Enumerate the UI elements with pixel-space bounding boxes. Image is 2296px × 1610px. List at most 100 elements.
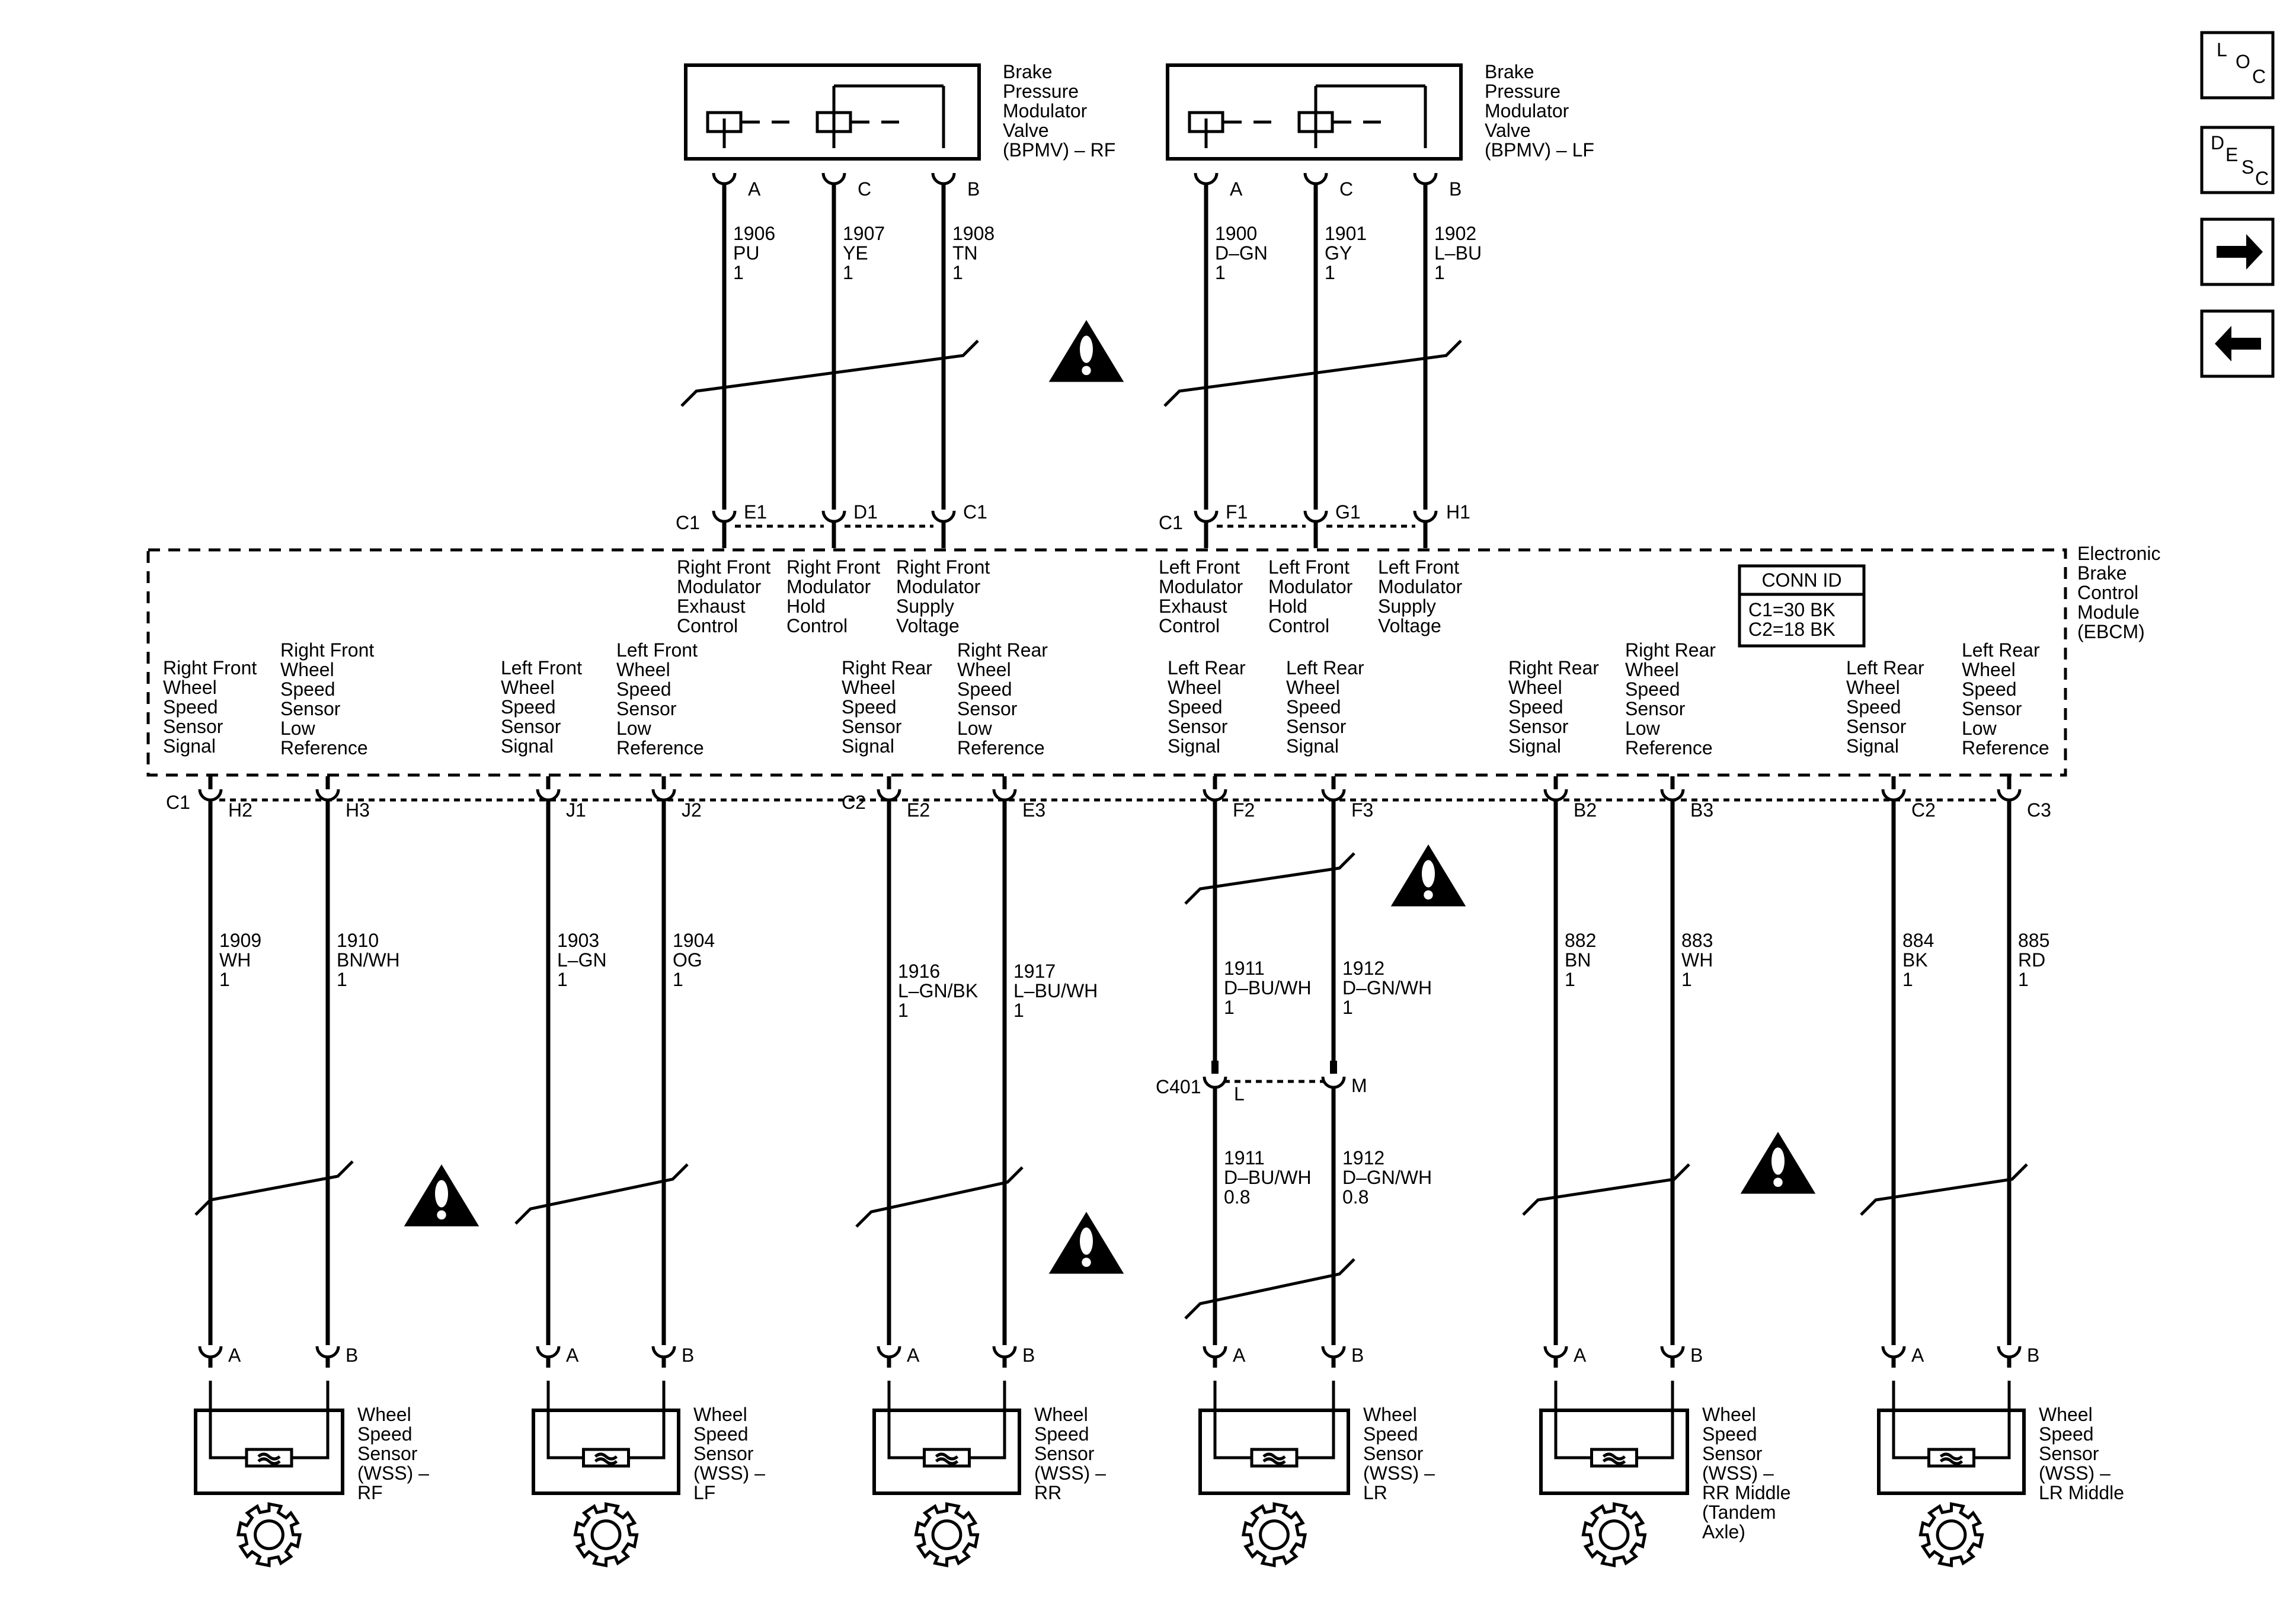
pin-label: M: [1351, 1075, 1367, 1096]
terminal-cup: [992, 789, 1017, 802]
terminal-cup: [1660, 789, 1685, 802]
wire-label: 1: [1342, 997, 1353, 1018]
function-label: Modulator: [1268, 576, 1353, 597]
next-arrow-button[interactable]: [2200, 217, 2275, 286]
pin-label: F2: [1233, 799, 1255, 821]
function-label: Speed: [501, 696, 556, 718]
module-label: (EBCM): [2077, 621, 2145, 642]
terminal-cup: [1997, 1346, 2022, 1359]
wire-label: L–GN: [557, 949, 607, 971]
function-label: Low: [280, 718, 316, 739]
sensor-loop: [1554, 1381, 1674, 1459]
function-label: Left Front: [616, 639, 698, 661]
sensor-wave: [594, 1452, 618, 1465]
sensor-box: [532, 1409, 680, 1495]
function-label: Wheel: [1846, 677, 1900, 698]
pin-label: B: [1449, 178, 1462, 200]
sensor-label: Wheel: [357, 1404, 411, 1425]
gear-hub: [1259, 1519, 1290, 1550]
function-label: Sensor: [280, 698, 341, 719]
function-label: Speed: [957, 678, 1012, 700]
function-label: Reference: [1625, 737, 1713, 758]
pin-label: A: [1574, 1345, 1587, 1366]
function-label: Right Front: [896, 556, 990, 578]
module-label: Valve: [1003, 120, 1049, 141]
warning-mark: [1080, 1227, 1093, 1255]
wire-label: 1: [1565, 969, 1575, 990]
previous-arrow-button[interactable]: [2200, 309, 2275, 378]
sensor-label: LR Middle: [2039, 1482, 2124, 1503]
wire-break-marker: [1860, 1163, 2028, 1216]
pin-label: B: [2027, 1345, 2039, 1366]
wire-label: 1: [1013, 1000, 1024, 1021]
warning-mark: [1080, 335, 1093, 363]
connector-label: C2: [842, 792, 866, 813]
function-label: Speed: [842, 696, 897, 718]
connector-pin: [1330, 1061, 1337, 1074]
sensor-element: [582, 1448, 630, 1468]
sensor-label: (WSS) –: [1702, 1462, 1774, 1484]
sensor-label: Sensor: [1363, 1443, 1424, 1464]
module-label: Pressure: [1485, 81, 1560, 102]
function-label: Hold: [1268, 596, 1307, 617]
sensor-label: Speed: [1702, 1423, 1757, 1445]
function-label: Speed: [1625, 678, 1680, 700]
warning-dot: [437, 1210, 446, 1219]
function-label: Speed: [163, 696, 218, 718]
function-label: Right Rear: [1508, 657, 1599, 678]
module-label: Modulator: [1485, 100, 1569, 121]
function-label: Left Rear: [1168, 657, 1246, 678]
sensor-element: [1927, 1448, 1975, 1468]
gear-outline: [1581, 1502, 1647, 1568]
function-label: Low: [616, 718, 652, 739]
connector-label: F1: [1226, 501, 1248, 523]
function-label: Sensor: [957, 698, 1018, 719]
terminal-cup: [821, 510, 846, 523]
pin-label: J2: [682, 799, 702, 821]
gear-icon: [573, 1502, 639, 1568]
function-label: Speed: [1962, 678, 2017, 700]
wire-break-marker: [680, 340, 979, 407]
connector-label: G1: [1335, 501, 1361, 523]
gear-icon: [1918, 1502, 1984, 1568]
function-label: Wheel: [1168, 677, 1221, 698]
module-label: (BPMV) – LF: [1485, 139, 1594, 161]
function-label: Control: [1159, 615, 1220, 636]
wire-label: D–GN/WH: [1342, 1167, 1432, 1188]
function-label: Sensor: [163, 716, 223, 737]
wire-label: PU: [733, 242, 759, 264]
function-label: Voltage: [896, 615, 960, 636]
sensor-label: Wheel: [2039, 1404, 2093, 1425]
function-label: Left Front: [1159, 556, 1240, 578]
function-label: Signal: [501, 735, 554, 757]
module-label: (BPMV) – RF: [1003, 139, 1115, 161]
function-label: Hold: [786, 596, 826, 617]
wire-label: 1903: [557, 930, 599, 951]
wire-label: BN/WH: [337, 949, 400, 971]
module-label: Valve: [1485, 120, 1531, 141]
pin-label: E3: [1022, 799, 1045, 821]
wire-label: 1: [557, 969, 568, 990]
nav-frame: [2200, 126, 2275, 194]
nav-letter: D: [2211, 132, 2224, 153]
break-line: [1184, 1258, 1355, 1320]
function-label: Supply: [1378, 596, 1436, 617]
terminal-cup: [931, 172, 956, 185]
sensor-label: (WSS) –: [1363, 1462, 1435, 1484]
function-label: Right Front: [786, 556, 880, 578]
function-label: Sensor: [1625, 698, 1686, 719]
sensor-wave: [1262, 1452, 1286, 1465]
sensor-loop: [209, 1381, 330, 1459]
terminal-cup: [1203, 789, 1227, 802]
loc-button[interactable]: LOC: [2200, 31, 2275, 100]
gear-icon: [236, 1502, 302, 1568]
wire-label: 1: [2018, 969, 2029, 990]
sensor-label: Sensor: [693, 1443, 754, 1464]
